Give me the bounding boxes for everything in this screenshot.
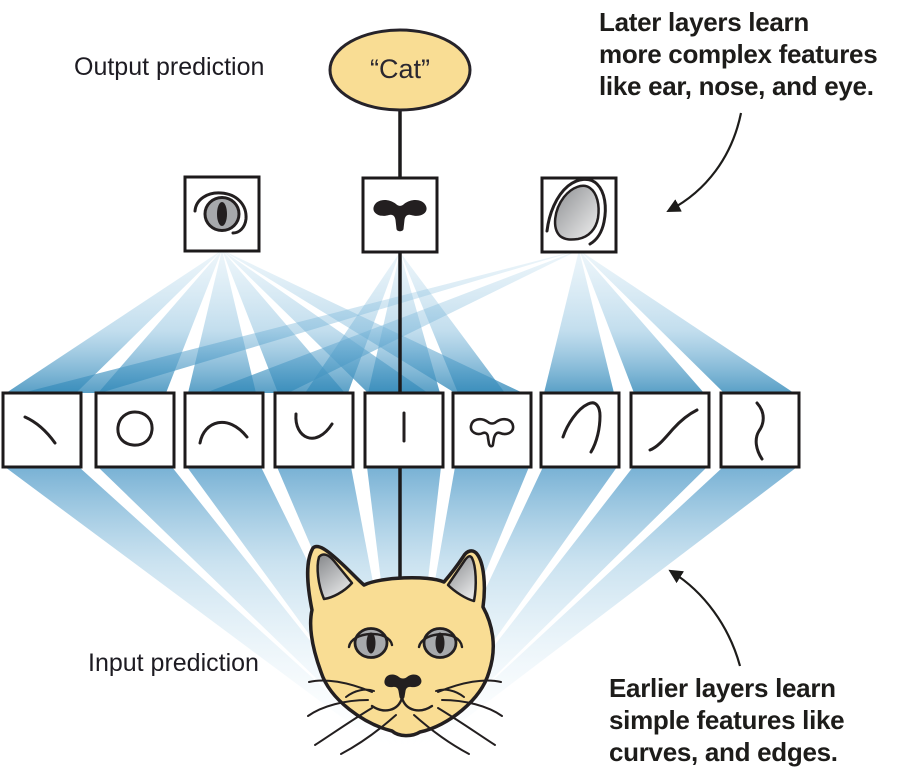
annotation-arrows [666,112,743,667]
beam-box9-to-cat [423,467,797,745]
beam-box2-to-cat [98,467,393,745]
output-node [328,28,472,112]
earlier-layers-note: Earlier layers learn simple features lik… [609,673,845,767]
beam-ear-to-9 [579,250,794,393]
cat-whiskers [307,679,503,755]
simple-box-circle [94,391,176,469]
cat-inner-ear-left [316,553,354,601]
simple-box-diagonal-curve [1,391,83,469]
complex-feature-layer [183,175,618,254]
nose-outline-icon [469,417,515,448]
u-curve-icon [294,412,334,440]
simple-box-arch [183,391,265,469]
simple-box-u-curve [273,391,355,469]
simple-box-s-curve [629,391,711,469]
eye-feature-icon [193,191,248,235]
beam-nose-to-6 [400,252,505,393]
s-curve-icon [648,408,699,452]
arrow-earlier-layers [668,569,742,667]
beam-eye-to-2 [98,250,222,393]
feature-box-eye [183,175,261,253]
beam-ear-to-7 [544,250,614,393]
cat-nose [384,674,422,700]
simple-box-nose-outline [451,391,533,469]
cat-eyelid-left [347,632,394,649]
beam-ear-to-1 [22,250,579,393]
cat-pupil-right [435,632,445,654]
cat-pupil-left [366,632,376,654]
beam-eye-to-1 [6,250,222,393]
ear-outline-icon [561,401,602,454]
cat-node-label: “Cat” [370,54,430,84]
beam-ear-to-8 [579,250,704,393]
cat-mouth [370,696,434,712]
beam-box1-to-cat [5,467,387,745]
output-prediction-label: Output prediction [74,53,265,81]
cat-inner-ear-right [446,555,477,603]
ear-feature-icon [545,177,607,246]
simple-box-vertical-line [363,391,445,469]
later-layers-note: Later layers learn more complex features… [599,7,878,101]
feature-box-ear [540,176,618,254]
simple-feature-layer [1,391,801,469]
arrow-later-layers [666,112,743,212]
cat-illustration [305,544,503,755]
wavy-line-icon [754,401,765,461]
cat-eyes [347,627,464,659]
cat-eyelid-right [417,633,464,649]
nose-feature-icon [373,200,427,232]
upper-connection-beams [6,250,794,393]
feature-box-nose [361,176,439,254]
circle-icon [116,410,154,447]
beam-ear-to-3 [205,250,579,393]
diagonal-curve-icon [23,415,57,445]
simple-box-ear-outline [539,391,621,469]
input-prediction-label: Input prediction [88,649,259,677]
arch-icon [198,420,249,445]
simple-box-wavy-line [719,391,801,469]
